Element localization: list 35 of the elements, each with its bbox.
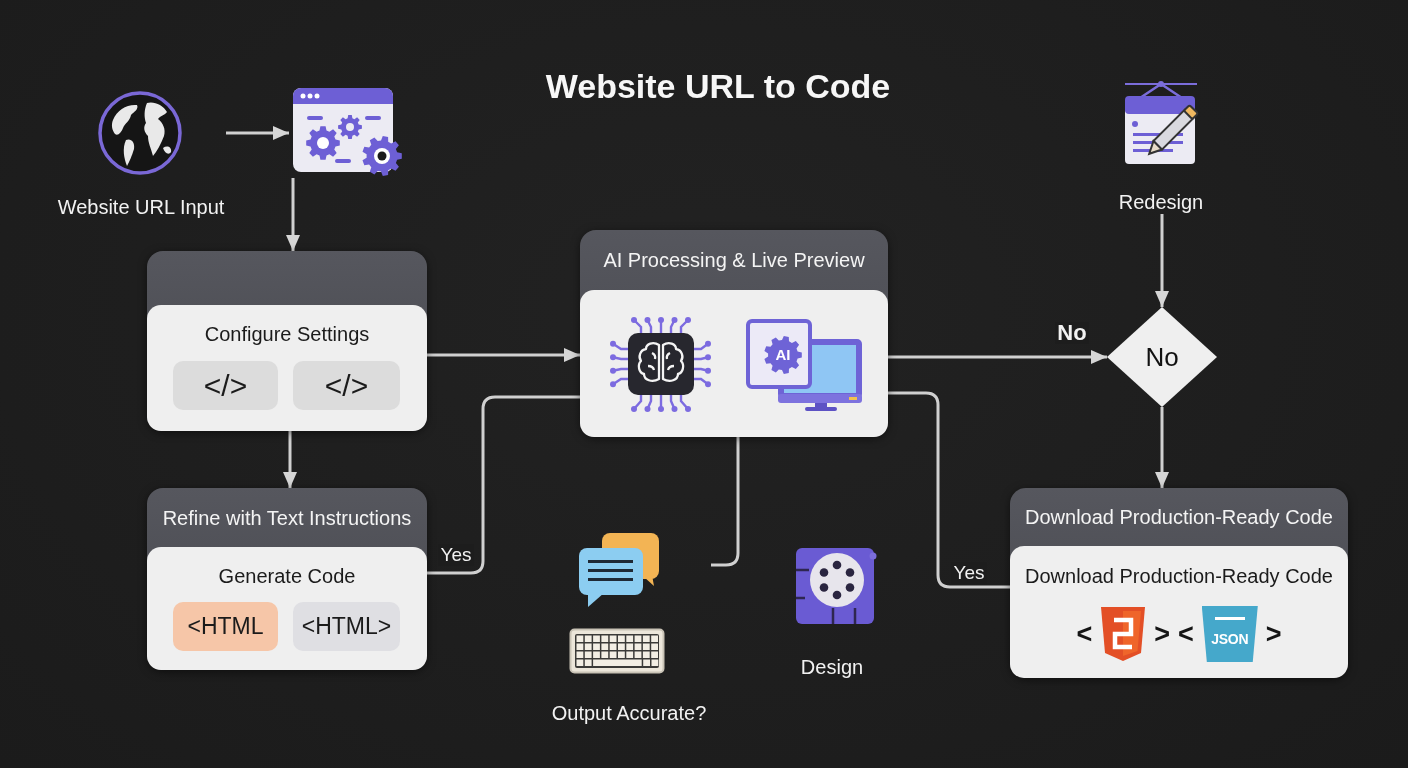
code-bracket: > (1265, 619, 1282, 649)
step-label: Website URL Input (57, 195, 225, 219)
connector-line (427, 395, 580, 575)
code-tag-chip: <HTML> (293, 602, 400, 651)
connector-line (711, 437, 740, 567)
code-bracket: < (1178, 619, 1194, 649)
step-label: Design (800, 655, 864, 679)
arrow (1155, 214, 1169, 307)
code-bracket: < (1076, 619, 1093, 649)
step-label: Download Production-Ready Code (1025, 564, 1333, 588)
connector-line (888, 391, 1010, 589)
step-label: Output Accurate? (551, 701, 707, 725)
arrow (286, 178, 300, 251)
process-card (580, 230, 888, 437)
arrow (226, 126, 289, 140)
file-badge: JSON (1201, 606, 1258, 662)
process-card (1010, 488, 1348, 678)
card-heading: AI Processing & Live Preview (603, 248, 865, 272)
badge-text: AI (775, 346, 791, 364)
code-tag-chip: </> (293, 361, 400, 410)
process-card (147, 488, 427, 670)
arrow (1155, 407, 1169, 488)
process-card (147, 251, 427, 431)
code-tag-chip: </> (173, 361, 278, 410)
step-label: Redesign (1118, 190, 1204, 214)
arrow (888, 350, 1107, 364)
code-tag-chip: <HTML (173, 602, 278, 651)
card-heading: Download Production-Ready Code (1025, 505, 1333, 529)
step-label: Generate Code (218, 564, 356, 588)
arrow (283, 431, 297, 488)
step-label: Configure Settings (204, 322, 370, 346)
arrow (427, 348, 580, 362)
code-bracket: > (1154, 619, 1170, 649)
diagram-title: Website URL to Code (545, 66, 891, 106)
card-heading: Refine with Text Instructions (162, 505, 412, 530)
